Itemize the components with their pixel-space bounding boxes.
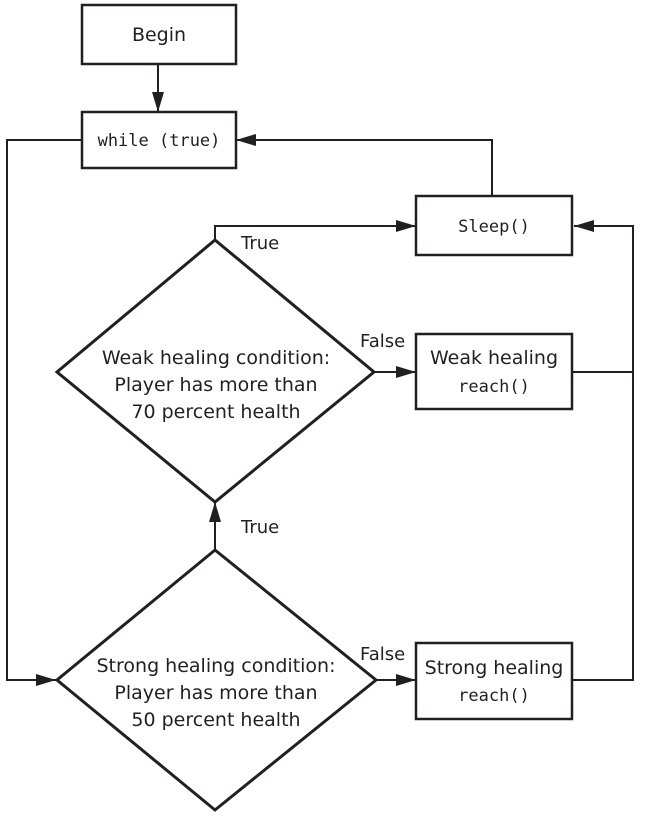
strong-condition-node xyxy=(54,548,379,812)
weak-action-line-1: Weak healing xyxy=(430,347,558,369)
strong-condition-line-1: Strong healing condition: xyxy=(97,655,336,677)
strong-condition-line-2: Player has more than xyxy=(114,682,317,704)
strong-action-line-2: reach() xyxy=(458,686,530,706)
weak-action-node xyxy=(414,332,574,411)
strong-condition-line-3: 50 percent health xyxy=(131,709,300,731)
weak-false-label: False xyxy=(360,331,405,352)
edge-strong-action-to-sleep xyxy=(572,220,634,681)
loop-label: while (true) xyxy=(98,131,221,151)
weak-condition-line-2: Player has more than xyxy=(114,374,317,396)
loop-node xyxy=(80,110,238,170)
strong-action-node xyxy=(414,641,574,721)
edge-sleep-to-loop xyxy=(236,134,493,196)
weak-condition-line-1: Weak healing condition: xyxy=(102,347,330,369)
weak-action-line-2: reach() xyxy=(458,377,530,397)
strong-true-label: True xyxy=(240,517,279,538)
weak-condition-line-3: 70 percent health xyxy=(131,401,300,423)
strong-false-label: False xyxy=(360,644,405,665)
weak-condition-node xyxy=(54,238,377,504)
strong-action-line-1: Strong healing xyxy=(425,657,564,679)
begin-node xyxy=(80,3,238,66)
begin-label: Begin xyxy=(132,24,186,46)
edge-loop-to-strong-condition xyxy=(6,139,82,686)
sleep-node xyxy=(414,194,574,257)
weak-true-label: True xyxy=(240,233,279,254)
edge-weak-true-to-sleep xyxy=(214,220,416,240)
sleep-label: Sleep() xyxy=(458,217,530,237)
